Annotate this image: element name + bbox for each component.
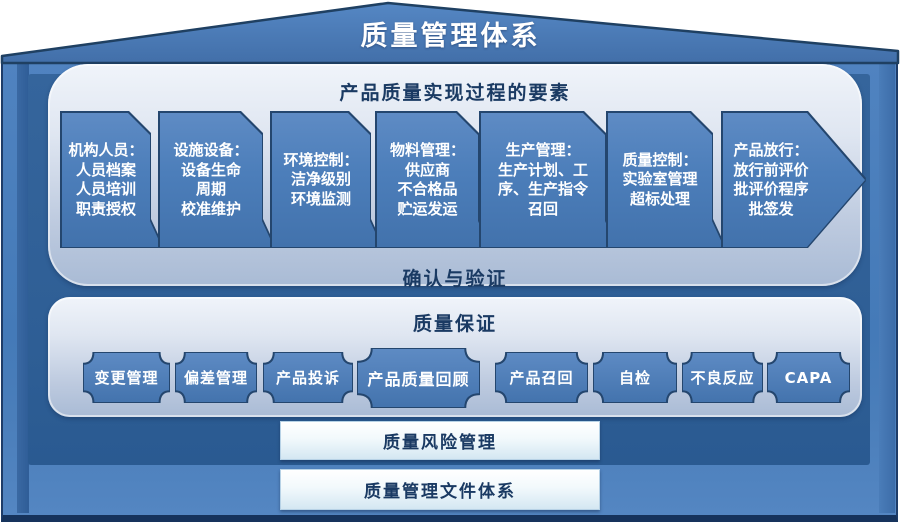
risk-management-label: 质量风险管理	[383, 433, 497, 453]
pentagon-arrow-shape: 产品放行： 放行前评价 批评价程序 批签发	[723, 113, 865, 247]
arrow-text: 物料管理： 供应商 不合格品 贮运发运	[389, 141, 465, 218]
left-shadow-strip	[17, 60, 29, 513]
plaque-shape	[263, 352, 353, 403]
process-arrow-environment: 环境控制： 洁净级别 环境监测	[272, 113, 382, 247]
snip-arrow-shape: 质量控制： 实验室管理 超标处理	[608, 113, 724, 247]
process-arrow-release: 产品放行： 放行前评价 批评价程序 批签发	[723, 113, 865, 247]
process-arrow-production: 生产管理： 生产计划、工 序、生产指令 召回	[481, 113, 617, 247]
diagram-title: 质量管理体系	[360, 21, 541, 52]
badge-label: 偏差管理	[183, 369, 248, 387]
plaque-shape	[593, 352, 677, 403]
plaque-shape	[682, 352, 763, 403]
arrow-text: 产品放行： 放行前评价 批评价程序 批签发	[733, 141, 809, 218]
badge-deviation-management: 偏差管理	[175, 352, 257, 403]
badge-change-management: 变更管理	[83, 352, 170, 403]
snip-arrow-shape: 机构人员： 人员档案 人员培训 职责授权	[62, 113, 162, 247]
badge-label: CAPA	[784, 368, 833, 387]
arrow-text: 环境控制： 洁净级别 环境监测	[283, 150, 359, 208]
badge-label: 产品质量回顾	[367, 370, 470, 389]
badge-product-quality-review: 产品质量回顾	[357, 348, 480, 408]
process-arrow-quality-control: 质量控制： 实验室管理 超标处理	[608, 113, 724, 247]
arrow-text: 设施设备： 设备生命 周期 校准维护	[173, 141, 249, 218]
badge-label: 产品召回	[509, 369, 574, 387]
badge-product-recall: 产品召回	[495, 352, 588, 403]
process-arrow-personnel: 机构人员： 人员档案 人员培训 职责授权	[62, 113, 162, 247]
arrow-text: 质量控制： 实验室管理 超标处理	[622, 150, 698, 208]
plaque-shape	[175, 352, 257, 403]
badge-adverse-reactions: 不良反应	[682, 352, 763, 403]
plaque-shape	[495, 352, 588, 403]
process-section-title: 产品质量实现过程的要素	[339, 82, 571, 104]
snip-arrow-shape: 设施设备： 设备生命 周期 校准维护	[160, 113, 274, 247]
snip-arrow-shape: 生产管理： 生产计划、工 序、生产指令 召回	[481, 113, 617, 247]
plaque-shape	[767, 352, 850, 403]
badge-self-inspection: 自检	[593, 352, 677, 403]
badge-label: 自检	[618, 369, 651, 387]
snip-arrow-shape: 物料管理： 供应商 不合格品 贮运发运	[377, 113, 490, 247]
right-shadow-strip	[879, 60, 895, 513]
badge-label: 不良反应	[690, 369, 755, 387]
document-system-bar: 质量管理文件体系	[280, 469, 600, 510]
roof-shape	[0, 1, 900, 65]
badge-capa: CAPA	[767, 352, 850, 403]
arrow-text: 生产管理： 生产计划、工 序、生产指令 召回	[497, 141, 588, 218]
qa-section-title: 质量保证	[412, 313, 497, 335]
validation-label: 确认与验证	[402, 268, 508, 290]
badge-label: 产品投诉	[275, 369, 340, 387]
process-arrow-materials: 物料管理： 供应商 不合格品 贮运发运	[377, 113, 490, 247]
badge-product-complaints: 产品投诉	[263, 352, 353, 403]
process-arrow-equipment: 设施设备： 设备生命 周期 校准维护	[160, 113, 274, 247]
plaque-shape	[83, 352, 170, 403]
risk-management-bar: 质量风险管理	[280, 421, 600, 460]
badge-label: 变更管理	[94, 369, 159, 387]
arrow-text: 机构人员： 人员档案 人员培训 职责授权	[68, 141, 144, 218]
snip-arrow-shape: 环境控制： 洁净级别 环境监测	[272, 113, 382, 247]
plaque-shape	[357, 348, 480, 408]
document-system-label: 质量管理文件体系	[364, 482, 516, 502]
